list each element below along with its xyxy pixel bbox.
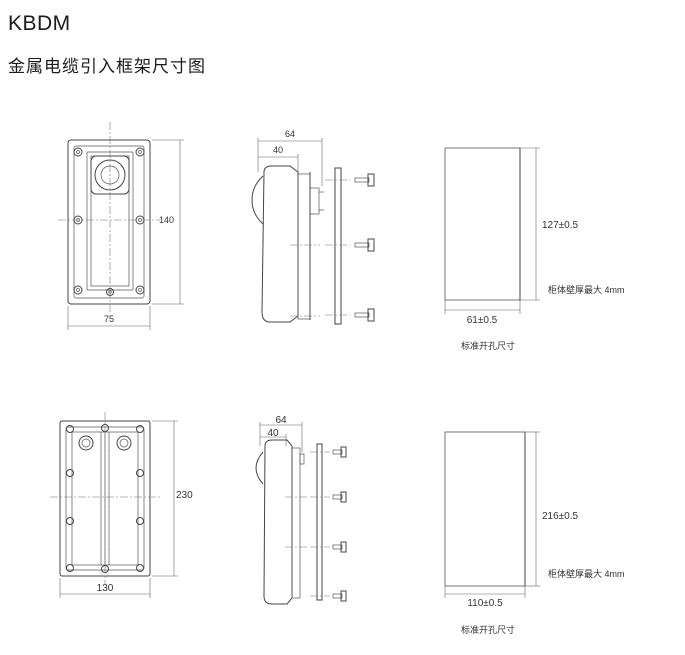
bolt-icons — [332, 446, 347, 602]
top-side-body-dim: 40 — [273, 145, 283, 155]
bottom-cutout-caption: 标准开孔尺寸 — [461, 624, 515, 635]
page-subtitle: 金属电缆引入框架尺寸图 — [8, 57, 206, 76]
top-wall-note: 柜体壁厚最大 4mm — [548, 284, 625, 295]
bottom-front-height-dim: 230 — [176, 490, 193, 501]
bottom-cutout-view: 216±0.5 柜体壁厚最大 4mm 110±0.5 标准开孔尺寸 — [444, 431, 625, 635]
bottom-front-width-dim: 130 — [97, 583, 114, 594]
top-front-width-dim: 75 — [104, 314, 114, 324]
bottom-side-body-dim: 40 — [267, 428, 279, 439]
cable-gland-icons — [78, 435, 132, 451]
top-front-height-dim: 140 — [159, 215, 174, 225]
bottom-wall-note: 柜体壁厚最大 4mm — [548, 568, 625, 579]
bottom-cutout-width-dim: 110±0.5 — [467, 598, 503, 609]
bottom-cutout-height-dim: 216±0.5 — [542, 511, 579, 522]
top-cutout-height-dim: 127±0.5 — [542, 220, 579, 231]
bottom-front-view: 130 230 — [50, 412, 193, 598]
top-cutout-caption: 标准开孔尺寸 — [461, 340, 515, 351]
bottom-side-depth-dim: 64 — [275, 415, 287, 426]
top-front-view: 75 140 — [58, 122, 184, 330]
bolt-icons — [354, 173, 375, 322]
screw-icons — [66, 424, 144, 573]
top-cutout-view: 127±0.5 柜体壁厚最大 4mm 61±0.5 标准开孔尺寸 — [444, 147, 625, 351]
page-title: KBDM — [8, 12, 71, 35]
bottom-side-view: 64 40 — [255, 415, 347, 605]
top-side-view: 64 40 — [251, 129, 375, 325]
top-side-depth-dim: 64 — [285, 129, 295, 139]
top-cutout-width-dim: 61±0.5 — [467, 315, 498, 326]
screw-icons — [73, 147, 145, 296]
